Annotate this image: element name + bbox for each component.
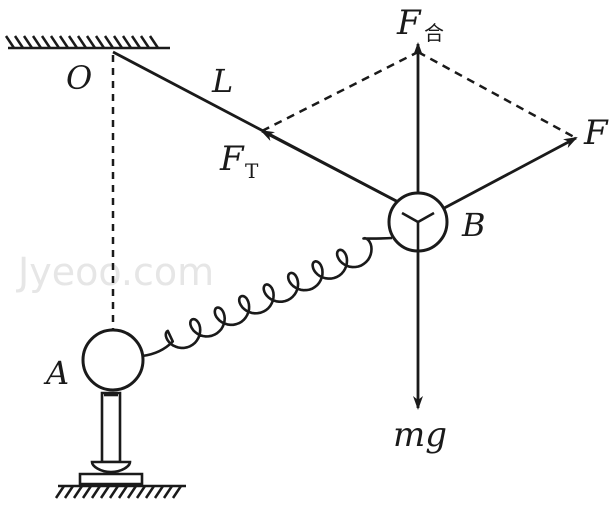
tension-label: F xyxy=(219,139,245,179)
watermark-text: Jyeoo.com xyxy=(16,250,214,294)
force-parallelogram xyxy=(261,50,575,139)
ball-a-label: A xyxy=(43,354,69,392)
resultant-label: F xyxy=(396,3,422,43)
ball-b-vector-origin xyxy=(401,211,435,251)
tension-arrow xyxy=(260,129,403,206)
ceiling-support xyxy=(4,35,170,50)
ground-base xyxy=(54,484,186,499)
tension-subscript: T xyxy=(245,159,259,183)
spring-coil xyxy=(141,236,393,358)
weight-label: mg xyxy=(393,415,447,455)
pivot-label: O xyxy=(66,59,92,97)
resultant-subscript: 合 xyxy=(424,21,444,45)
ball-a xyxy=(81,328,145,392)
insulated-stand xyxy=(78,391,144,486)
ball-b-label: B xyxy=(461,206,486,244)
length-label: L xyxy=(211,62,233,100)
force-f-label: F xyxy=(583,113,609,153)
